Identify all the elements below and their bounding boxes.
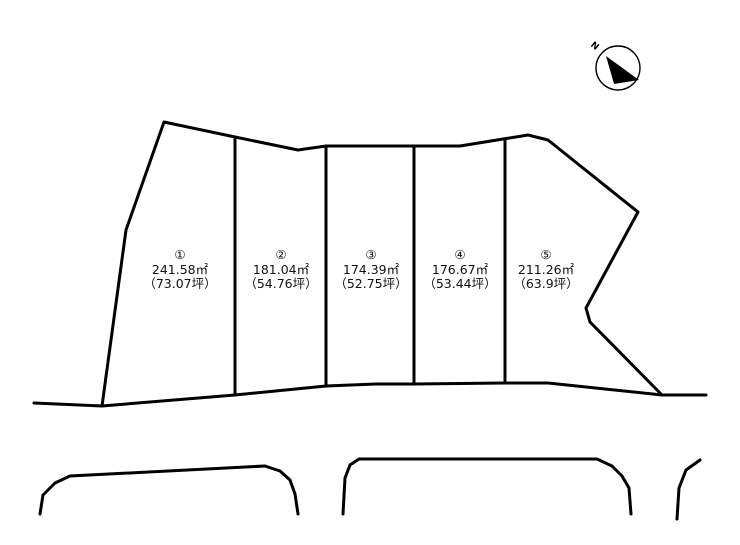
lot-1-area-tsubo: （73.07坪）: [143, 276, 216, 291]
lot-3-area-tsubo: （52.75坪）: [334, 276, 407, 291]
road-edge-line: [32, 381, 708, 408]
site-boundary: [100, 120, 664, 408]
lot-2-area-sqm: 181.04㎡: [253, 262, 310, 277]
opposite-block-middle: [341, 457, 633, 516]
north-label: N: [588, 40, 600, 53]
lot-4-area-sqm: 176.67㎡: [432, 262, 489, 277]
opposite-block-left: [38, 464, 300, 516]
lot-label-5: ⑤ 211.26㎡ （63.9坪）: [513, 247, 578, 291]
lot-5-number: ⑤: [540, 247, 551, 262]
north-arrow-icon: [606, 56, 639, 84]
lot-3-area-sqm: 174.39㎡: [343, 262, 400, 277]
lot-label-2: ② 181.04㎡ （54.76坪）: [244, 247, 317, 291]
lot-5-area-sqm: 211.26㎡: [518, 262, 575, 277]
lot-2-area-tsubo: （54.76坪）: [244, 276, 317, 291]
lot-1-number: ①: [174, 247, 185, 262]
north-compass: N: [588, 40, 641, 91]
lot-label-3: ③ 174.39㎡ （52.75坪）: [334, 247, 407, 291]
lot-4-number: ④: [454, 247, 465, 262]
lot-4-area-tsubo: （53.44坪）: [423, 276, 496, 291]
lot-label-4: ④ 176.67㎡ （53.44坪）: [423, 247, 496, 291]
lot-1-area-sqm: 241.58㎡: [152, 262, 209, 277]
lot-label-1: ① 241.58㎡ （73.07坪）: [143, 247, 216, 291]
lot-3-number: ③: [365, 247, 376, 262]
lot-5-area-tsubo: （63.9坪）: [513, 276, 578, 291]
opposite-block-right: [675, 458, 702, 521]
lot-2-number: ②: [275, 247, 286, 262]
